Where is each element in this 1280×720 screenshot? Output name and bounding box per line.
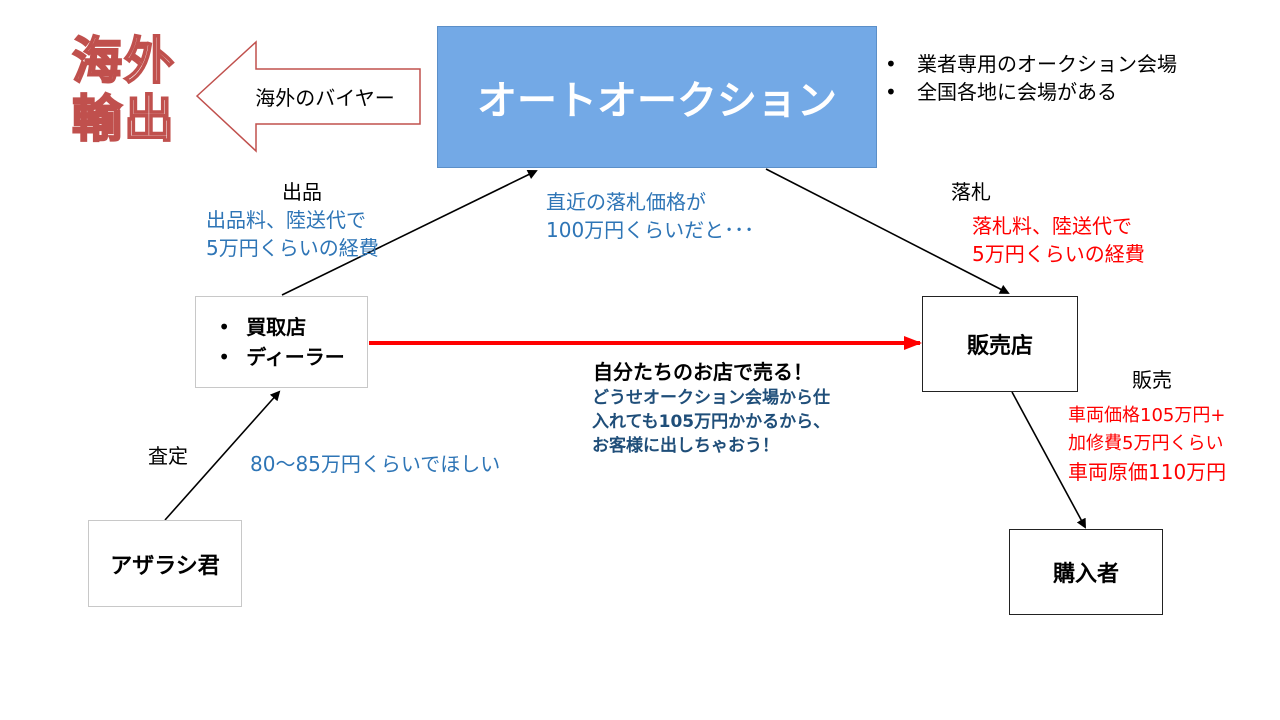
- selling-price-line3: 車両原価110万円: [1068, 460, 1227, 484]
- listing-cost: 出品料、陸送代で 5万円くらいの経費: [206, 206, 379, 262]
- auction-title: オートオークション: [477, 78, 837, 124]
- auction-notes: 業者専用のオークション会場 全国各地に会場がある: [885, 50, 1177, 106]
- auction-note: 業者専用のオークション会場: [885, 50, 1177, 78]
- selling-price: 車両価格105万円+ 加修費5万円くらい 車両原価110万円: [1068, 402, 1226, 486]
- auction-note: 全国各地に会場がある: [885, 78, 1177, 106]
- won-cost-line2: 5万円くらいの経費: [972, 242, 1145, 266]
- export-title-line2: 輸出: [71, 89, 176, 149]
- selling-price-line1: 車両価格105万円+: [1068, 405, 1226, 426]
- selling-price-line2: 加修費5万円くらい: [1068, 433, 1224, 454]
- appraisal-arrow: [164, 390, 281, 521]
- buyer-shop-item: 買取店: [218, 312, 345, 342]
- own-store-text: どうせオークション会場から仕 入れても105万円かかるから、 お客様に出しちゃお…: [592, 386, 830, 458]
- won-cost-line1: 落札料、陸送代で: [972, 214, 1132, 238]
- seller-label: アザラシ君: [110, 553, 220, 579]
- sales-shop-label: 販売店: [966, 334, 1033, 359]
- overseas-buyer-label: 海外のバイヤー: [255, 86, 395, 110]
- sales-shop-box: 販売店: [922, 296, 1078, 392]
- selling-arrow: [1011, 391, 1086, 529]
- won-label: 落札: [951, 180, 991, 204]
- won-cost: 落札料、陸送代で 5万円くらいの経費: [972, 212, 1145, 268]
- own-store-heading: 自分たちのお店で売る！: [593, 360, 813, 384]
- export-title-line1: 海外: [71, 31, 176, 91]
- listing-label: 出品: [282, 180, 322, 204]
- selling-label: 販売: [1132, 368, 1172, 392]
- won-arrow: [765, 168, 1010, 294]
- buyer-shop-item: ディーラー: [218, 342, 345, 372]
- bid-price-line2: 100万円くらいだと･･･: [546, 218, 755, 242]
- bid-price: 直近の落札価格が 100万円くらいだと･･･: [546, 188, 754, 244]
- seller-box: アザラシ君: [88, 520, 242, 607]
- listing-cost-line2: 5万円くらいの経費: [206, 236, 379, 260]
- export-title: 海外 輸出: [71, 31, 192, 149]
- purchaser-box: 購入者: [1009, 529, 1163, 615]
- export-arrow-shape: [195, 40, 421, 153]
- bid-price-line1: 直近の落札価格が: [546, 190, 706, 214]
- own-store-line3: お客様に出しちゃおう！: [592, 436, 779, 456]
- own-store-line2: 入れても105万円かかるから、: [592, 412, 831, 432]
- buyer-shop-list: 買取店 ディーラー: [218, 312, 345, 372]
- appraisal-wish: 80～85万円くらいでほしい: [250, 452, 501, 476]
- auction-box: オートオークション: [437, 26, 877, 168]
- purchaser-label: 購入者: [1052, 562, 1119, 587]
- buyer-shop-box: 買取店 ディーラー: [195, 296, 368, 388]
- own-store-line1: どうせオークション会場から仕: [592, 388, 830, 408]
- appraisal-label: 査定: [148, 444, 188, 468]
- listing-arrow: [281, 170, 538, 296]
- listing-cost-line1: 出品料、陸送代で: [206, 208, 366, 232]
